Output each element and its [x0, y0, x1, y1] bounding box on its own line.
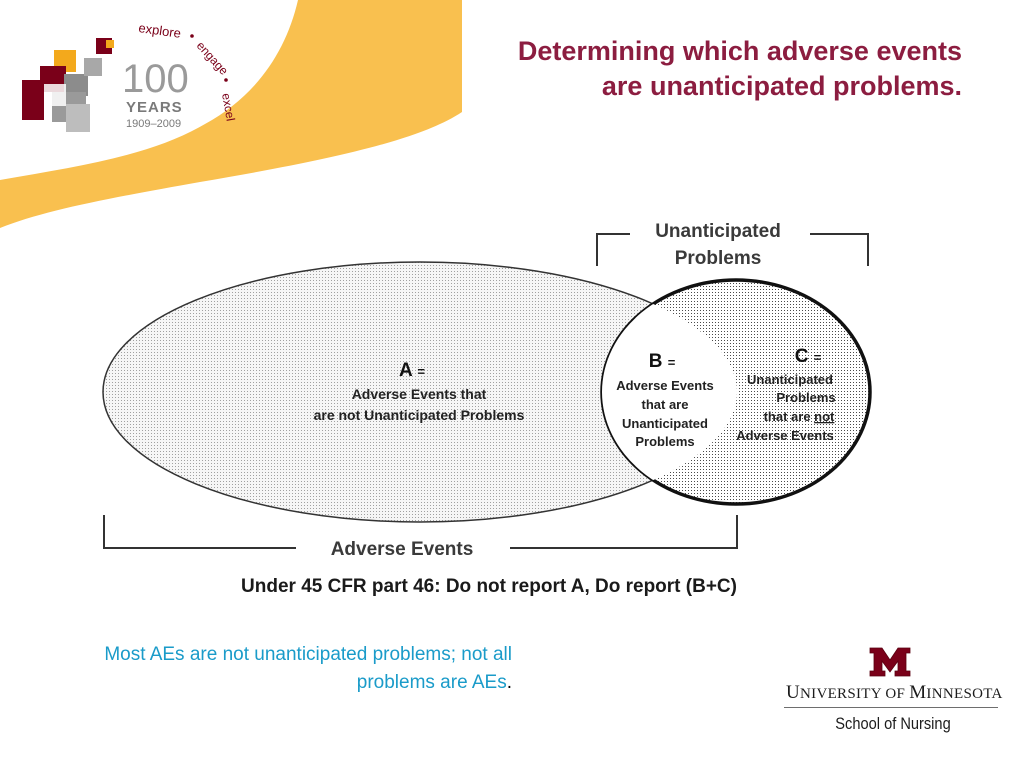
- logo-years-span: 1909–2009: [126, 118, 181, 130]
- region-c-line4: Adverse Events: [736, 428, 834, 443]
- rule-statement: Under 45 CFR part 46: Do not report A, D…: [241, 576, 737, 597]
- top-bracket-left: [596, 233, 630, 266]
- block-m-icon: [869, 647, 911, 677]
- region-a-line2: are not Unanticipated Problems: [314, 407, 525, 423]
- region-c-line1: Unanticipated: [747, 372, 833, 387]
- umn-wordmark: UNIVERSITY OF MINNESOTA: [786, 682, 1003, 704]
- region-c-line3: that are not: [764, 409, 835, 424]
- top-bracket-label-line1: Unanticipated: [655, 221, 781, 242]
- overlap-region-b: [602, 280, 737, 504]
- top-bracket-right: [810, 233, 869, 266]
- logo-word-explore: explore: [138, 20, 182, 41]
- white-wave: [0, 0, 298, 180]
- top-bracket-label-line2: Problems: [675, 248, 762, 269]
- bottom-bracket-left: [103, 515, 296, 549]
- region-b-letter: B =: [649, 351, 676, 372]
- bottom-bracket-label: Adverse Events: [331, 539, 474, 560]
- summary-note: Most AEs are not unanticipated problems;…: [96, 641, 512, 697]
- summary-note-text: Most AEs are not unanticipated problems;…: [104, 644, 512, 693]
- region-b-line2: that are: [642, 397, 689, 412]
- umn-logo: UNIVERSITY OF MINNESOTA School of Nursin…: [782, 644, 1002, 744]
- bottom-bracket-right: [510, 515, 738, 549]
- region-b-line3: Unanticipated: [622, 416, 708, 431]
- cube-logo-icon: [22, 38, 114, 132]
- slide-title: Determining which adverse events are una…: [517, 36, 962, 101]
- umn-school-name: School of Nursing: [835, 714, 951, 733]
- region-a-line1: Adverse Events that: [352, 386, 487, 402]
- summary-note-period: .: [506, 672, 512, 693]
- region-c-line2: Problems: [776, 390, 835, 405]
- umn-wordmark-rest1: NIVERSITY OF: [800, 686, 910, 702]
- region-b-line4: Problems: [635, 434, 694, 449]
- region-b-line1: Adverse Events: [616, 378, 714, 393]
- region-c-letter: C =: [795, 346, 822, 367]
- region-a-letter: A =: [399, 360, 425, 381]
- logo-100-number: 100: [122, 57, 189, 101]
- umn-wordmark-u: U: [786, 682, 801, 703]
- umn-divider: [784, 707, 998, 708]
- centennial-banner: 100 YEARS 1909–2009 explore engage excel: [0, 0, 462, 228]
- logo-years-label: YEARS: [126, 99, 183, 116]
- logo-word-excel: excel: [219, 92, 238, 122]
- umn-wordmark-m: M: [909, 682, 927, 703]
- umn-wordmark-rest2: INNESOTA: [926, 686, 1003, 702]
